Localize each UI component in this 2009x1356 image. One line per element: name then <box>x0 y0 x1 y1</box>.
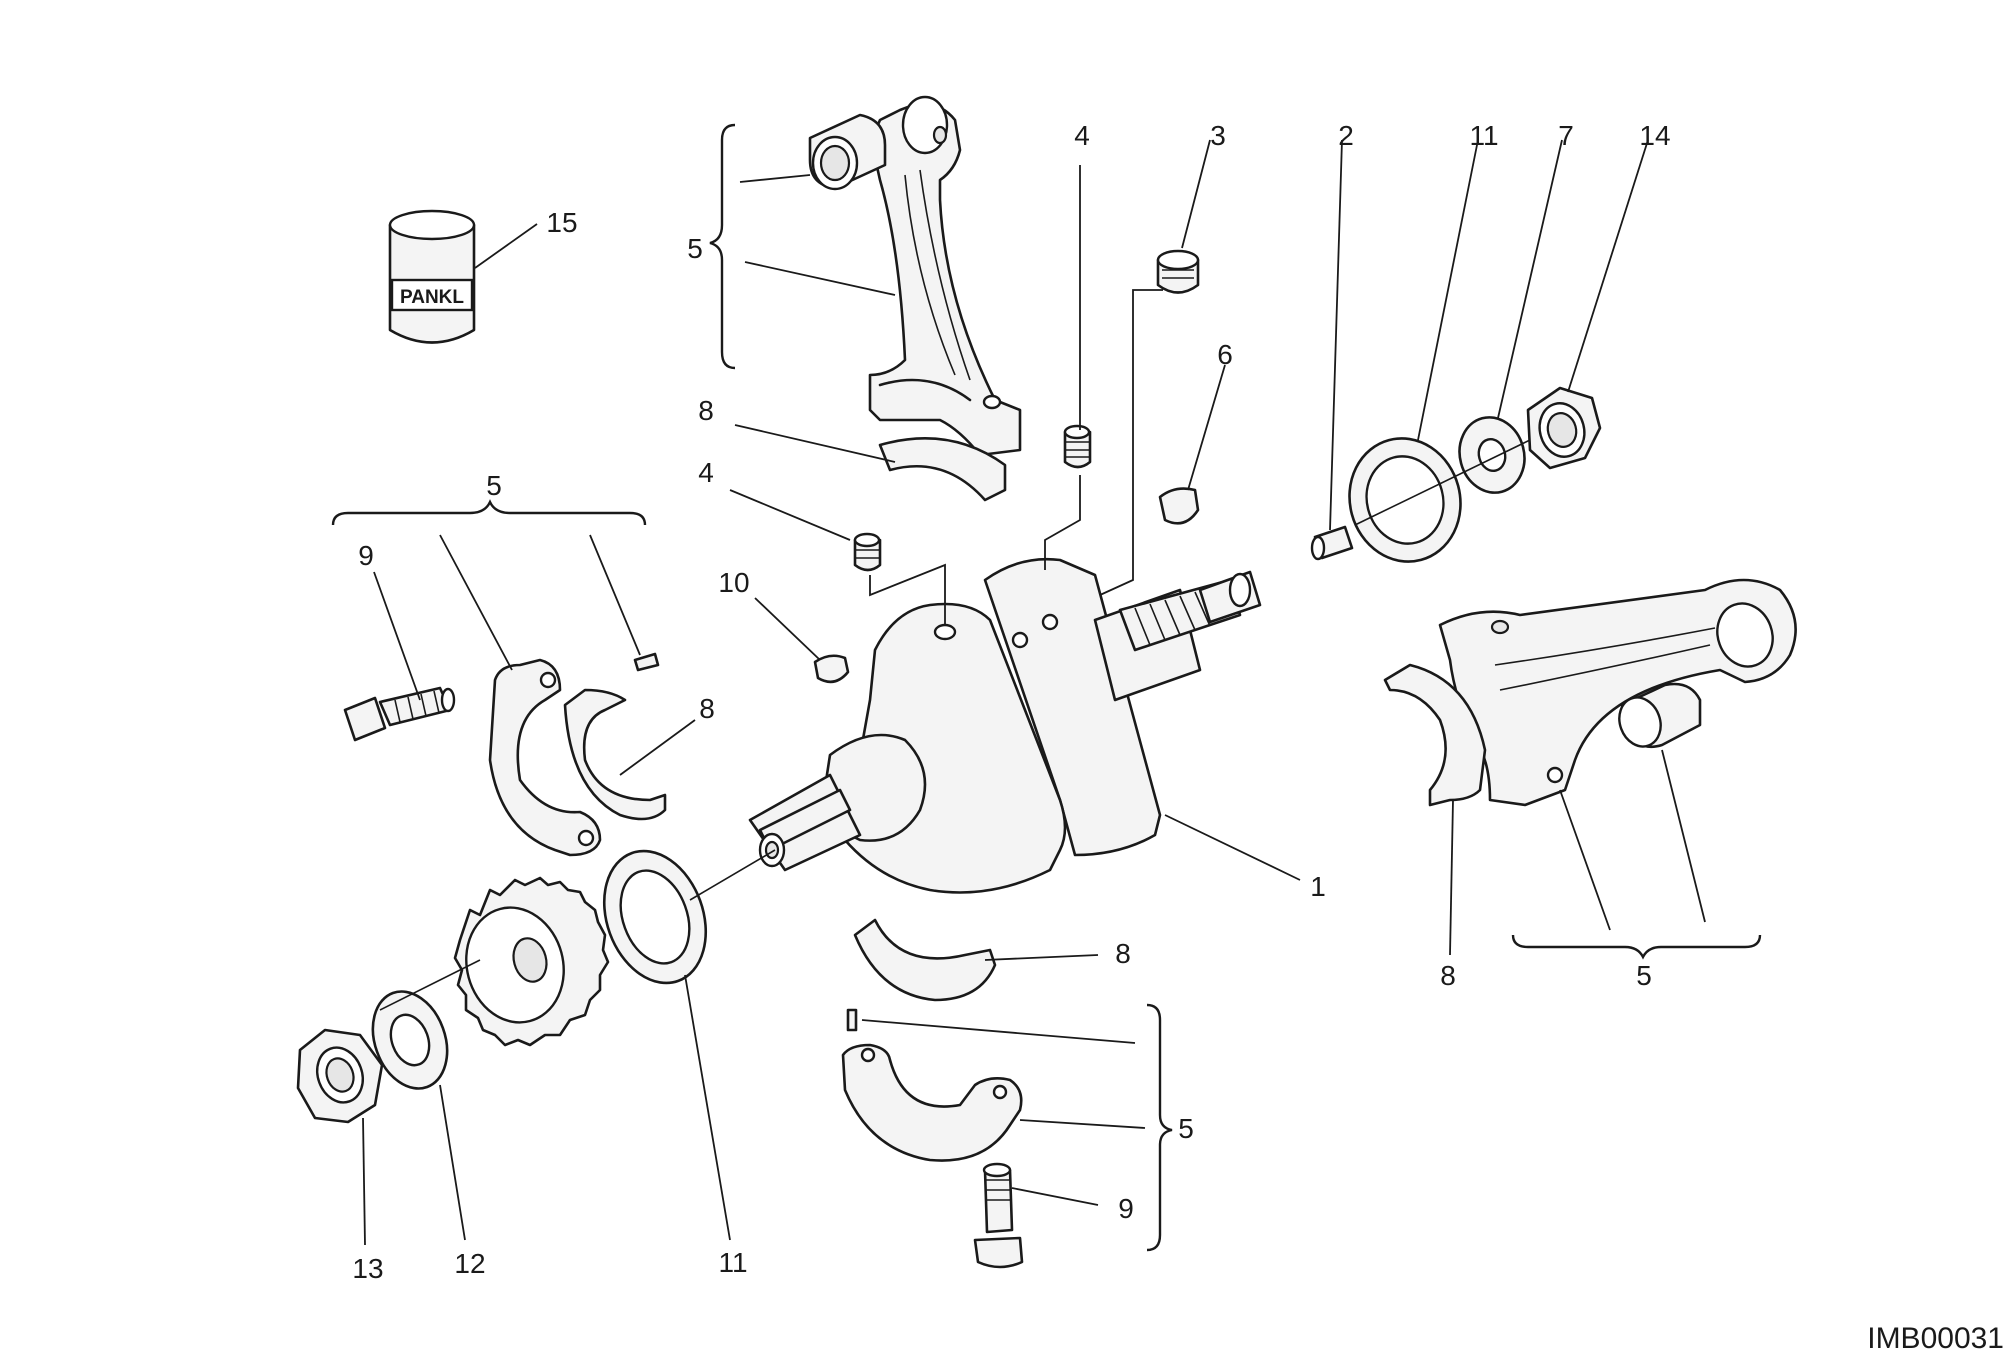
part-5-big-end-cap-lower <box>841 1043 1023 1162</box>
callout-9-lower: 9 <box>1118 1193 1134 1224</box>
part-9-bolt-left <box>343 686 456 742</box>
callout-12: 12 <box>454 1248 485 1279</box>
brace-left-cap <box>331 499 647 526</box>
callout-10: 10 <box>718 567 749 598</box>
part-timing-gear <box>453 876 610 1047</box>
part-5-connecting-rod-right <box>1438 578 1797 807</box>
part-5-connecting-rod-upper <box>868 95 1022 457</box>
callout-4-upper: 4 <box>1074 120 1090 151</box>
part-7-washer <box>1458 416 1526 494</box>
callout-13: 13 <box>352 1253 383 1284</box>
part-3-plug <box>1156 249 1200 294</box>
callout-8-left: 8 <box>699 693 715 724</box>
brace-upper-rod <box>709 123 736 370</box>
callout-1: 1 <box>1310 871 1326 902</box>
part-5-small-end-bush-right <box>1618 682 1702 749</box>
part-8-bearing-shell-lower <box>853 918 997 1002</box>
callout-5-right-rod: 5 <box>1636 960 1652 991</box>
part-13-nut <box>296 1028 384 1124</box>
part-6-woodruff-key <box>1158 487 1200 525</box>
part-4-screw-upper <box>1063 424 1092 469</box>
part-5-dowel-left <box>633 652 660 672</box>
part-15-bearing-container: PANKL <box>388 209 476 344</box>
callout-8-upper: 8 <box>698 395 714 426</box>
callout-2: 2 <box>1338 120 1354 151</box>
callout-11-lower: 11 <box>718 1247 747 1278</box>
callout-4-lower: 4 <box>698 457 714 488</box>
part-1-crankshaft <box>748 557 1262 894</box>
part-2-grub-screw <box>1310 525 1354 561</box>
callout-8-right: 8 <box>1440 960 1456 991</box>
callout-7: 7 <box>1558 120 1574 151</box>
callout-labels: 15 5 8 4 4 3 6 2 11 7 14 5 9 10 8 1 8 5 … <box>352 120 1670 1284</box>
part-9-bolt-lower <box>973 1162 1024 1269</box>
assembly-axis-upper-right <box>1354 439 1531 526</box>
part-8-bearing-shell-right <box>1383 663 1487 807</box>
brace-right-rod <box>1511 934 1762 960</box>
part-4-screw-lower <box>853 532 882 572</box>
part-14-nut-upper <box>1526 386 1602 470</box>
group-braces <box>331 123 1762 1252</box>
part-5-dowel-lower <box>846 1008 858 1032</box>
part-11-thrust-washer-lower <box>602 849 708 985</box>
part-12-washer <box>371 990 449 1090</box>
callout-14: 14 <box>1639 120 1670 151</box>
callout-11-upper: 11 <box>1469 120 1498 151</box>
part-8-bearing-shell-upper <box>878 437 1007 502</box>
part-10-woodruff-key <box>813 654 850 684</box>
leader-lines <box>362 139 1706 1246</box>
part-5-big-end-cap-left <box>488 658 602 857</box>
brand-mark: PANKL <box>400 287 464 308</box>
callout-8-lower: 8 <box>1115 938 1131 969</box>
callout-15: 15 <box>546 207 577 238</box>
callout-5-left-cap: 5 <box>486 470 502 501</box>
drawing-code: IMB00031 <box>1867 1322 2004 1355</box>
callout-5-lower-cap: 5 <box>1178 1113 1194 1144</box>
callout-9-left: 9 <box>358 540 374 571</box>
assembly-axis-lower-left <box>689 849 776 901</box>
assembly-axis-gear <box>379 959 481 1011</box>
callout-5-upper-rod: 5 <box>687 233 703 264</box>
brace-lower-cap <box>1146 1003 1173 1252</box>
callout-3: 3 <box>1210 120 1226 151</box>
part-5-small-end-bush-upper <box>808 113 887 191</box>
part-8-bearing-shell-left <box>563 688 667 821</box>
callout-6: 6 <box>1217 339 1233 370</box>
